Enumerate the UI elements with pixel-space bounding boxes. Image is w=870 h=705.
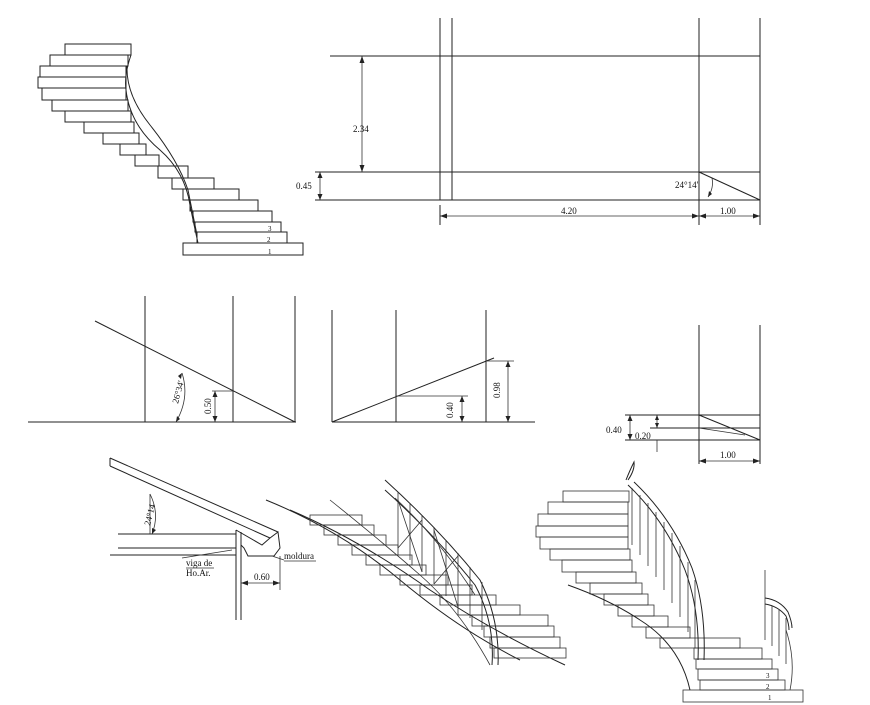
molding-label: moldura xyxy=(284,551,314,561)
step-label-1: 1 xyxy=(268,248,272,256)
dim-detail-right-step: 0.20 xyxy=(635,431,651,441)
dim-detail-mid-total: 0.98 xyxy=(492,382,502,398)
step-label-3-bottom: 3 xyxy=(766,672,770,680)
elevation-diagram: 2.34 0.45 24°14' 4.20 1.00 xyxy=(296,18,761,225)
step-label-1-bottom: 1 xyxy=(768,694,772,702)
dim-detail-mid-small: 0.40 xyxy=(445,402,455,418)
stair-perspective-right: 3 2 1 xyxy=(535,460,804,703)
dim-length-main: 4.20 xyxy=(561,206,577,216)
dim-height-upper: 2.34 xyxy=(353,124,369,134)
beam-label-2: Ho.Ar. xyxy=(186,568,211,578)
slope-detail-middle: 0.40 0.98 xyxy=(331,310,535,423)
step-label-3: 3 xyxy=(268,225,272,233)
dim-length-end: 1.00 xyxy=(720,206,736,216)
dim-height-lower: 0.45 xyxy=(296,181,312,191)
step-label-2-bottom: 2 xyxy=(766,683,770,691)
dim-detail-left-height: 0.50 xyxy=(203,398,213,414)
step-label-2: 2 xyxy=(267,236,271,244)
landing-detail-right: 0.40 0.20 1.00 xyxy=(606,325,761,464)
spiral-stair-plan-top: 3 2 1 xyxy=(37,43,304,256)
dim-overhang: 0.60 xyxy=(254,572,270,582)
beam-label-1: viga de xyxy=(186,558,212,568)
dim-detail-right-total: 0.40 xyxy=(606,425,622,435)
beam-section-detail: 24°14 viga de Ho.Ar. moldura 0.60 xyxy=(109,457,316,620)
slope-detail-left: 0.50 26°34' xyxy=(28,296,296,423)
dim-detail-right-length: 1.00 xyxy=(720,450,736,460)
stair-perspective-middle xyxy=(265,479,567,666)
angle-label: 24°14' xyxy=(675,180,699,190)
